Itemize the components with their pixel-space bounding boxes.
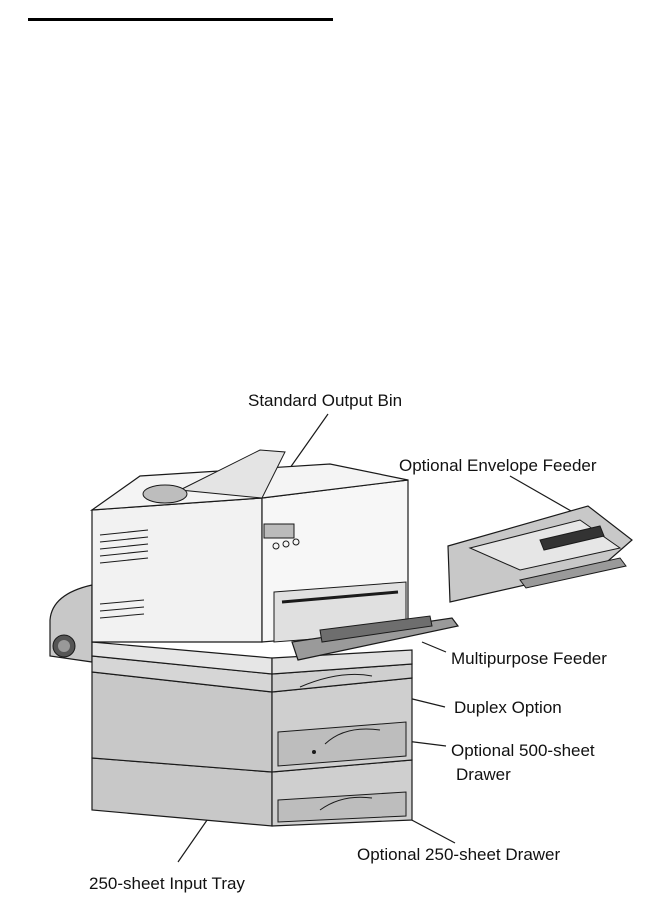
leader-multipurpose-feeder [422,642,446,652]
callout-optional-envelope-feeder: Optional Envelope Feeder [399,456,597,476]
callout-multipurpose-feeder: Multipurpose Feeder [451,649,607,669]
callout-250-sheet-input-tray: 250-sheet Input Tray [89,874,245,894]
printer-body [92,450,408,642]
side-attachment [50,585,92,662]
header-rule [28,18,333,21]
callout-optional-500-sheet-line2: Drawer [456,765,511,785]
printer-figure: Standard Output Bin Optional Envelope Fe… [0,380,659,897]
envelope-feeder-shape [448,506,632,602]
callout-optional-250-sheet-drawer: Optional 250-sheet Drawer [357,845,560,865]
callout-optional-500-sheet-line1: Optional 500-sheet [451,741,595,761]
callout-standard-output-bin: Standard Output Bin [248,391,402,411]
callout-duplex-option: Duplex Option [454,698,562,718]
